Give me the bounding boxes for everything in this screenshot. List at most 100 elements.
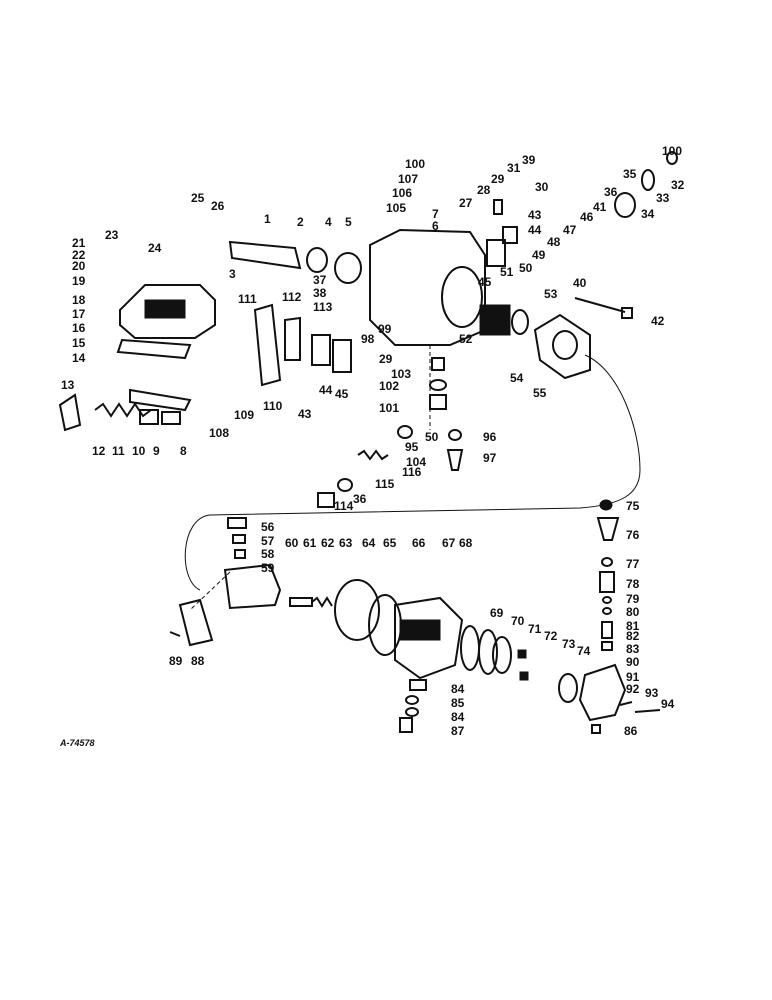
callout: 50	[519, 261, 533, 275]
callout: 98	[361, 332, 375, 346]
callout: 106	[392, 186, 412, 200]
callout: 102	[379, 379, 399, 393]
callout: 56	[261, 520, 275, 534]
callout: 72	[544, 629, 558, 643]
callout: 43	[528, 208, 542, 222]
callout: 18	[72, 293, 86, 307]
callout: 8	[180, 444, 187, 458]
callout: 77	[626, 557, 640, 571]
callout: 41	[593, 200, 607, 214]
callout: 4	[325, 215, 332, 229]
callout: 36	[604, 185, 618, 199]
callout: 22	[72, 248, 86, 262]
callout: 105	[386, 201, 406, 215]
callout: 29	[379, 352, 393, 366]
callout: 38	[313, 286, 327, 300]
callout: 24	[148, 241, 162, 255]
callout: 71	[528, 622, 542, 636]
callout: 75	[626, 499, 640, 513]
callout: 13	[61, 378, 75, 392]
callout: 52	[459, 332, 473, 346]
callout: 3	[229, 267, 236, 281]
callout: 99	[378, 322, 392, 336]
callout: 82	[626, 629, 640, 643]
callout: 116	[402, 465, 422, 479]
callout: 74	[577, 644, 591, 658]
callout: 112	[282, 290, 302, 304]
drawing-code: A-74578	[59, 738, 95, 748]
callout-labels: 1 2 3 4 5 6 7 8 9 10 11 12 13 14 15 16 1…	[61, 144, 685, 738]
callout: 65	[383, 536, 397, 550]
callout: 23	[105, 228, 119, 242]
callout: 88	[191, 654, 205, 668]
callout: 54	[510, 371, 524, 385]
callout: 1	[264, 212, 271, 226]
callout: 43	[298, 407, 312, 421]
callout: 30	[535, 180, 549, 194]
callout: 89	[169, 654, 183, 668]
callout: 29	[491, 172, 505, 186]
callout: 14	[72, 351, 86, 365]
callout: 31	[507, 161, 521, 175]
callout: 115	[375, 477, 395, 491]
callout: 113	[313, 300, 333, 314]
callout: 64	[362, 536, 376, 550]
callout: 45	[478, 275, 492, 289]
callout: 90	[626, 655, 640, 669]
callout: 81	[626, 619, 640, 633]
callout: 100	[405, 157, 425, 171]
callout: 48	[547, 235, 561, 249]
callout: 51	[500, 265, 514, 279]
callout: 83	[626, 642, 640, 656]
callout: 66	[412, 536, 426, 550]
callout: 34	[641, 207, 655, 221]
callout: 109	[234, 408, 254, 422]
callout: 85	[451, 696, 465, 710]
callout: 36	[353, 492, 367, 506]
callout: 97	[483, 451, 497, 465]
callout: 80	[626, 605, 640, 619]
callout: 59	[261, 561, 275, 575]
callout: 69	[490, 606, 504, 620]
callout: 39	[522, 153, 536, 167]
callout: 45	[335, 387, 349, 401]
callout: 15	[72, 336, 86, 350]
callout: 60	[285, 536, 299, 550]
callout: 53	[544, 287, 558, 301]
callout: 87	[451, 724, 465, 738]
callout: 111	[238, 292, 257, 306]
callout: 19	[72, 274, 86, 288]
callout: 12	[92, 444, 106, 458]
callout: 28	[477, 183, 491, 197]
callout: 58	[261, 547, 275, 561]
callout: 33	[656, 191, 670, 205]
callout: 42	[651, 314, 665, 328]
callout: 95	[405, 440, 419, 454]
callout: 94	[661, 697, 675, 711]
callout: 26	[211, 199, 225, 213]
callout: 47	[563, 223, 577, 237]
callout: 17	[72, 307, 86, 321]
callout: 57	[261, 534, 275, 548]
callout: 107	[398, 172, 418, 186]
callout: 108	[209, 426, 229, 440]
callout: 76	[626, 528, 640, 542]
callout: 44	[319, 383, 333, 397]
callout: 6	[432, 219, 439, 233]
callout: 92	[626, 682, 640, 696]
callout: 100	[662, 144, 682, 158]
callout: 73	[562, 637, 576, 651]
callout: 44	[528, 223, 542, 237]
callout: 68	[459, 536, 473, 550]
callout: 55	[533, 386, 547, 400]
callout: 20	[72, 259, 86, 273]
callout: 79	[626, 592, 640, 606]
callout: 103	[391, 367, 411, 381]
callout: 63	[339, 536, 353, 550]
callout: 5	[345, 215, 352, 229]
callout: 114	[334, 499, 354, 513]
callout: 70	[511, 614, 525, 628]
callout: 67	[442, 536, 456, 550]
callout: 11	[112, 444, 125, 458]
